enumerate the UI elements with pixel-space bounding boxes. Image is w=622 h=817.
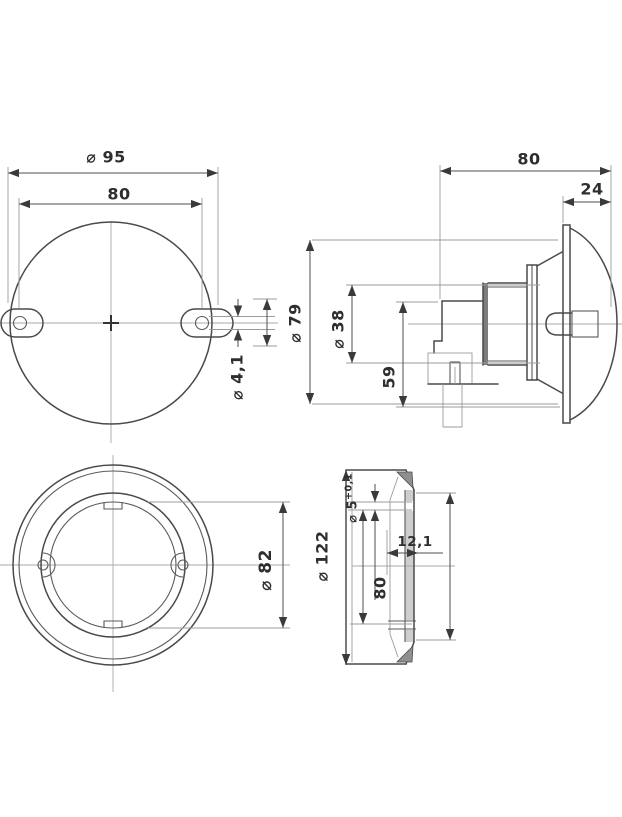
key-notch-top [103,502,123,510]
dim-label-bracket-height: 59 [379,365,399,389]
dim-label-bezel-inner-diameter: ⌀ 82 [256,549,276,591]
lens-tab [571,310,599,338]
rear-bracket [427,300,499,428]
bezel-outer-circle [12,464,214,666]
bezel-ring-inner-circle [49,501,177,629]
key-notch-bottom [103,620,123,628]
dim-label-lens-depth: 24 [580,179,604,199]
dim-bezel-hole-spacing-graphic [350,510,412,625]
dim-rim-height-graphic [416,492,456,641]
dim-label-front-hole-spacing: 80 [107,184,131,204]
view-lamp-side [305,165,622,428]
mount-hole-left [12,315,28,331]
screw-bump-right [170,552,184,578]
screw-hole-right [177,559,189,571]
body-cylinder [482,282,528,366]
dim-label-overall-depth: 80 [517,149,541,169]
section-wall-fill [405,490,414,642]
dim-front-hole-spacing-graphic [18,198,203,308]
dim-label-body-diameter: ⌀ 38 [328,309,348,349]
hole-gap-lower [389,620,416,630]
mount-tab-left [0,308,44,338]
dim-mount-hole-diameter-graphic [209,298,277,347]
dim-label-bezel-outer-diameter: ⌀ 122 [312,530,332,582]
lens-dome [569,227,618,421]
view-bezel-section [341,469,456,665]
lens-back-plate [562,224,571,424]
mount-hole-right [194,315,210,331]
dim-overall-depth-graphic [439,165,612,307]
center-mark [103,315,119,331]
dim-bezel-hole-diameter-graphic [348,484,412,600]
dim-label-flange-diameter: ⌀ 79 [285,303,305,343]
dim-label-bezel-hole-spacing: 80 [370,576,390,600]
dim-front-outer-diameter-graphic [7,167,219,305]
mount-tab-right [180,308,234,338]
view-bezel-front [0,455,290,692]
lamp-body-circle [9,221,213,425]
dim-label-bezel-hole-diameter: ⌀ 5+0,1 [343,473,360,523]
dim-body-diameter-graphic [346,284,540,364]
dim-bezel-inner-diameter-graphic [148,501,290,629]
gasket-band [483,283,488,365]
dim-flange-diameter-graphic [305,239,558,405]
dim-label-mount-hole-diameter: ⌀ 4,1 [227,353,247,401]
hole-diameter-value: ⌀ 5 [345,499,361,523]
section-hatch-bottom [396,644,414,663]
section-hatch-top [396,471,414,490]
dim-bracket-height-graphic [396,301,560,408]
dim-label-hole-offset: 12,1 [397,534,433,550]
view-lamp-front [0,167,278,443]
lens-tab-bullet [545,312,573,336]
bezel-ring-outer-circle [40,492,186,638]
bezel-rim-inner-circle [18,470,208,660]
dim-label-front-outer-diameter: ⌀ 95 [86,147,126,167]
hole-gap-upper [389,501,416,511]
dim-lens-depth-graphic [562,196,611,223]
hole-diameter-tolerance: +0,1 [343,473,355,500]
dim-hole-offset-graphic [386,530,443,575]
reflector-cone [526,251,563,394]
screw-bump-left [42,552,56,578]
screw-hole-left [37,559,49,571]
